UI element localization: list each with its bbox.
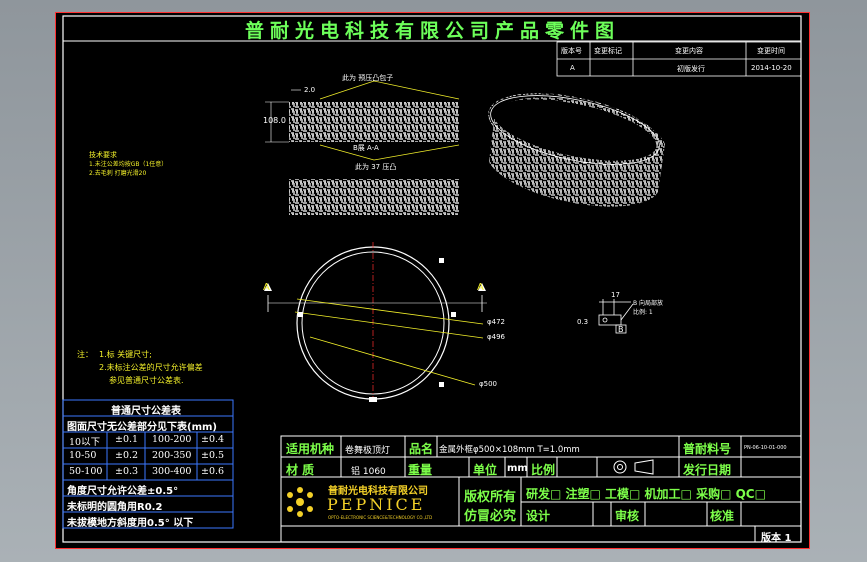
flat-view-bottom: [289, 179, 459, 215]
value-unit: mm: [507, 463, 528, 474]
dim-height: 108.0: [263, 116, 286, 125]
company-name: 普耐光电科技有限公司: [328, 486, 428, 497]
rev-header-mark: 变更标记: [594, 47, 622, 55]
rev-header-version: 版本号: [561, 47, 582, 55]
section-label-right: A: [477, 282, 484, 293]
drawing-sheet: 普耐光电科技有限公司产品零件图 版本号 变更标记 变更内容 变更时间 A 初版发…: [55, 12, 810, 549]
detail-b: [598, 299, 634, 334]
value-applicable-machine: 卷舞极顶灯: [345, 446, 391, 456]
tol-r1c3: ±0.5: [201, 450, 225, 461]
flat-view-top: [265, 80, 460, 161]
tech-req-title: 技术要求: [89, 151, 117, 159]
section-mark: B展 A-A: [353, 144, 379, 152]
tech-req-2: 2.去毛刺 打磨光滑20: [89, 170, 147, 177]
dim-gap: 2.0: [304, 86, 316, 94]
tol-r2c0: 50-100: [69, 466, 103, 477]
rev-row-date: 2014-10-20: [751, 64, 792, 72]
label-release-date: 发行日期: [683, 463, 732, 477]
value-part-name: 金属外框φ500×108mm T=1.0mm: [439, 445, 580, 455]
rev-row-version: A: [570, 64, 575, 72]
version-label: 版本 1: [761, 533, 792, 544]
value-part-number: PN-06-10-01-000: [744, 445, 787, 451]
rev-header-date: 变更时间: [757, 47, 785, 55]
tol-r1c0: 10-50: [69, 450, 97, 461]
dim-dia-500: φ500: [479, 380, 497, 388]
label-weight: 重量: [408, 463, 433, 477]
detail-dim-17: 17: [611, 291, 620, 299]
tol-angle: 角度尺寸允许公差±0.5°: [67, 486, 179, 497]
rev-row-content: 初版发行: [677, 65, 705, 73]
detail-b-label: B: [618, 325, 624, 334]
section-label-left: A: [263, 282, 270, 293]
label-scale: 比例: [531, 463, 556, 477]
tol-r2c2: 300-400: [152, 466, 192, 477]
company-logo-text: PEPNICE: [327, 495, 426, 514]
tol-r0c1: ±0.1: [115, 434, 139, 445]
cad-drawing: [55, 12, 810, 549]
revision-table-lines: [556, 41, 802, 77]
dim-dia-472: φ472: [487, 318, 505, 326]
label-material: 材 质: [286, 463, 315, 477]
page-title: 普耐光电科技有限公司产品零件图: [244, 20, 620, 42]
projection-symbol: [613, 459, 654, 475]
label-approve: 核准: [710, 509, 735, 523]
tol-r0c2: 100-200: [152, 434, 192, 445]
notes-label: 注：: [77, 350, 93, 359]
tol-r1c1: ±0.2: [115, 450, 139, 461]
label-applicable-machine: 适用机种: [286, 442, 335, 456]
notes-line2: 2.未标注公差的尺寸允许偏差: [99, 363, 203, 372]
dim-dia-496: φ496: [487, 333, 505, 341]
copyright-1: 版权所有: [464, 490, 517, 505]
circle-view: [264, 242, 487, 404]
tol-slope: 未拔模地方斜度用0.5° 以下: [67, 518, 194, 529]
copyright-2: 仿冒必究: [464, 509, 517, 524]
tol-r2c3: ±0.6: [201, 466, 225, 477]
notes-line3: 参见普通尺寸公差表.: [109, 376, 184, 385]
label-part-name: 品名: [409, 442, 434, 456]
callout-bottom: 此为 37 压凸: [355, 163, 397, 171]
detail-note: B 向局部放 比例: 1: [633, 300, 664, 316]
tol-radius: 未标明的圆角用R0.2: [67, 502, 163, 513]
tol-r1c2: 200-350: [152, 450, 192, 461]
tol-r0c0: 10以下: [69, 437, 101, 448]
detail-dim-03: 0.3: [577, 318, 589, 326]
label-design: 设计: [526, 509, 551, 523]
title-block-lines: [280, 435, 802, 543]
tol-r0c3: ±0.4: [201, 434, 225, 445]
tol-title: 普通尺寸公差表: [111, 406, 181, 417]
rev-header-content: 变更内容: [675, 47, 703, 55]
tol-subtitle: 图面尺寸无公差部分见下表(mm): [67, 422, 217, 433]
label-part-number: 普耐料号: [683, 442, 732, 456]
tol-r2c1: ±0.3: [115, 466, 139, 477]
tolerance-table-lines: [62, 399, 234, 529]
outer-border: [55, 12, 810, 549]
dept-options: 研发□ 注塑□ 工模□ 机加工□ 采购□ QC□: [526, 487, 766, 501]
company-sub: OPTO-ELECTRONIC SCIENCE&TECHNOLOGY CO.,L…: [328, 515, 433, 520]
tech-req-1: 1.未注公差均按GB（1任意）: [89, 161, 168, 168]
label-review: 审核: [615, 509, 640, 523]
ring-3d-view: [488, 93, 665, 207]
value-material: 铝 1060: [351, 467, 386, 477]
callout-top: 此为 预压凸包子: [342, 74, 394, 82]
company-logo-icon: [287, 487, 313, 517]
label-unit: 单位: [473, 463, 498, 477]
notes-line1: 1.标 关键尺寸;: [99, 350, 152, 359]
